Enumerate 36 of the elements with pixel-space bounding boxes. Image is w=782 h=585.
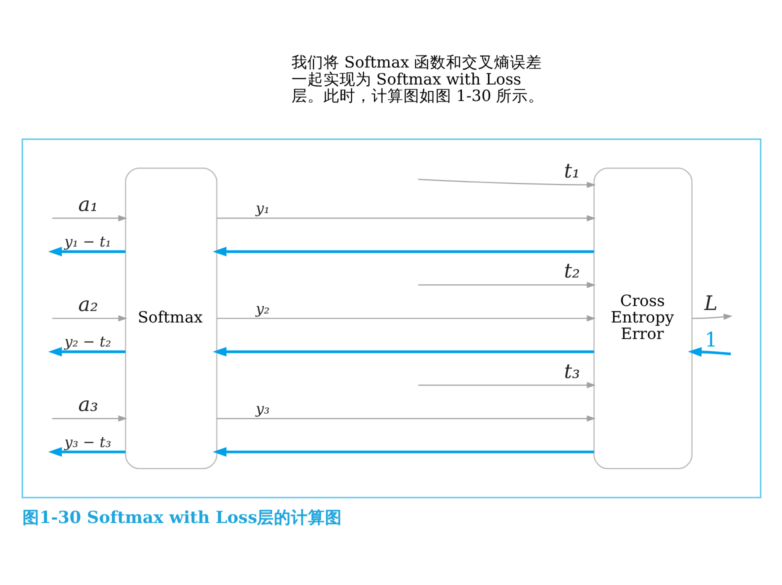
node-box: Cross Entropy Error: [592, 168, 692, 470]
edge-label: y₂: [255, 301, 270, 318]
arrow: [48, 246, 126, 256]
arrow: [48, 346, 126, 357]
edge-label: y₃ − t₃: [64, 434, 111, 451]
arrow: [418, 282, 596, 288]
arrow: [216, 315, 596, 322]
edge-label: a₃: [78, 392, 98, 416]
node-box: Softmax: [124, 168, 217, 470]
arrow: [212, 246, 594, 256]
arrow: [48, 447, 126, 457]
arrow: [216, 415, 596, 422]
edge-label: t₃: [563, 358, 580, 383]
arrow: [212, 447, 594, 457]
arrow: [212, 346, 594, 357]
edge-label: y₁ − t₁: [64, 234, 111, 250]
edge-label: 1: [704, 328, 718, 352]
arrow: [52, 215, 127, 222]
label: 我们将 Softmax 函数和交叉熵误差一起实现为 Softmax with Loss 层。此时，计算图如图 1-30 所示。: [290, 54, 544, 106]
caption: 图1-30 Softmax with Loss层的计算图: [22, 507, 342, 528]
edge-label: t₁: [563, 158, 580, 182]
cluster: [21, 138, 761, 498]
arrow: [687, 347, 730, 357]
arrow: [418, 178, 596, 188]
arrow: [216, 215, 596, 222]
edge-label: y₃: [255, 401, 270, 418]
edge-label: a₂: [78, 292, 98, 316]
edge-label: L: [704, 290, 717, 315]
arrow: [52, 315, 127, 322]
edge-label: y₁: [255, 201, 270, 218]
edge-label: y₂ − t₂: [64, 334, 111, 351]
arrow: [52, 415, 127, 422]
arrow: [691, 314, 732, 320]
edge-label: t₂: [563, 258, 580, 283]
edge-label: a₁: [78, 192, 98, 216]
arrow: [418, 382, 596, 388]
